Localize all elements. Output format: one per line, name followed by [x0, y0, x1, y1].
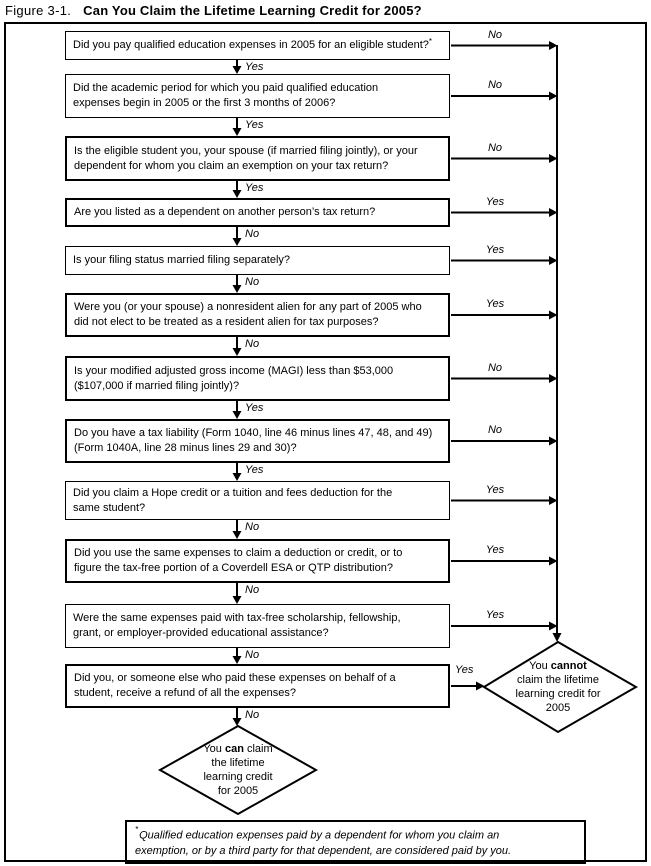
- question-text: Is your filing status married filing sep…: [73, 254, 291, 266]
- outcome-cannot-diamond: You cannot claim the lifetime learning c…: [486, 648, 630, 726]
- down-arrow-label: No: [245, 709, 260, 721]
- side-arrow-label: Yes: [485, 483, 505, 496]
- side-arrow-label: No: [487, 28, 503, 41]
- question-box-4: Are you listed as a dependent on another…: [65, 198, 450, 227]
- footnote-marker: *: [135, 825, 139, 834]
- question-text: Did you pay qualified education expenses…: [73, 39, 429, 51]
- question-text: Did you claim a Hope credit or a tuition…: [73, 486, 393, 514]
- outcome-can-line3: learning credit: [203, 771, 273, 783]
- down-arrow-label: Yes: [245, 402, 264, 414]
- side-arrow-label: Yes: [455, 664, 474, 676]
- figure-label: Figure 3-1.: [5, 3, 72, 18]
- question-text: Were the same expenses paid with tax-fre…: [73, 612, 401, 639]
- side-arrow-label: Yes: [485, 544, 505, 556]
- figure-title: Figure 3-1. Can You Claim the Lifetime Le…: [5, 3, 422, 18]
- down-arrow-label: Yes: [245, 182, 264, 194]
- down-arrow-label: No: [245, 338, 260, 350]
- question-text: Did you, or someone else who paid these …: [74, 672, 396, 699]
- down-arrow-label: Yes: [245, 464, 264, 476]
- outcome-cannot-line2: claim the lifetime: [517, 674, 599, 686]
- side-arrow-label: Yes: [485, 609, 505, 621]
- outcome-cannot-line1: You cannot: [529, 659, 587, 673]
- footnote-marker: *: [428, 36, 433, 46]
- question-text: Did the academic period for which you pa…: [73, 82, 379, 109]
- outcome-text: You: [529, 660, 551, 672]
- outcome-text: You: [203, 743, 225, 755]
- side-arrow-label: No: [487, 141, 503, 154]
- down-arrow-label: No: [245, 584, 260, 596]
- question-box-1: Did you pay qualified education expenses…: [65, 31, 450, 60]
- down-arrow-label: Yes: [245, 119, 264, 131]
- outcome-cannot-line3: learning credit for: [515, 688, 601, 700]
- footnote-line2: exemption, or by a third party for that …: [135, 844, 512, 857]
- question-box-10: Did you use the same expenses to claim a…: [65, 539, 450, 583]
- question-box-11: Were the same expenses paid with tax-fre…: [65, 604, 450, 648]
- outcome-cannot-line4: 2005: [545, 702, 571, 714]
- question-box-9: Did you claim a Hope credit or a tuition…: [65, 481, 450, 520]
- outcome-text-bold: can: [224, 743, 244, 755]
- question-text: Do you have a tax liability (Form 1040, …: [74, 427, 433, 454]
- question-box-3: Is the eligible student you, your spouse…: [65, 136, 450, 181]
- footnote-line1: *Qualified education expenses paid by a …: [135, 824, 578, 844]
- question-box-8: Do you have a tax liability (Form 1040, …: [65, 419, 450, 463]
- side-arrow-label: No: [487, 361, 503, 374]
- outcome-text: claim: [243, 743, 273, 755]
- question-box-2: Did the academic period for which you pa…: [65, 74, 450, 118]
- down-arrow-label: No: [245, 276, 260, 288]
- question-text: Did you use the same expenses to claim a…: [74, 547, 403, 574]
- outcome-can-line4: for 2005: [217, 785, 259, 797]
- question-text: Is your modified adjusted gross income (…: [74, 364, 394, 392]
- figure-heading: Can You Claim the Lifetime Learning Cred…: [83, 3, 422, 18]
- question-box-6: Were you (or your spouse) a nonresident …: [65, 293, 450, 337]
- down-arrow-label: No: [245, 521, 260, 533]
- question-text: Were you (or your spouse) a nonresident …: [74, 301, 422, 328]
- outcome-text-bold: cannot: [550, 660, 587, 672]
- question-box-5: Is your filing status married filing sep…: [65, 246, 450, 275]
- question-box-12: Did you, or someone else who paid these …: [65, 664, 450, 708]
- outcome-can-diamond: You can claim the lifetime learning cred…: [166, 732, 310, 808]
- question-text: Are you listed as a dependent on another…: [74, 206, 376, 218]
- flowchart-frame: [4, 22, 647, 862]
- side-arrow-label: Yes: [485, 243, 505, 256]
- side-arrow-label: No: [487, 79, 503, 91]
- footnote-box: *Qualified education expenses paid by a …: [125, 820, 586, 864]
- down-arrow-label: No: [245, 228, 260, 240]
- side-arrow-label: Yes: [485, 195, 505, 208]
- outcome-can-line2: the lifetime: [211, 757, 265, 769]
- side-arrow-label: Yes: [485, 298, 505, 310]
- down-arrow-label: No: [245, 649, 260, 661]
- question-box-7: Is your modified adjusted gross income (…: [65, 356, 450, 401]
- side-arrow-label: No: [487, 424, 503, 436]
- question-text: Is the eligible student you, your spouse…: [74, 144, 418, 172]
- outcome-can-line1: You can claim: [203, 742, 272, 756]
- footnote-text: Qualified education expenses paid by a d…: [139, 829, 500, 842]
- down-arrow-label: Yes: [245, 61, 264, 73]
